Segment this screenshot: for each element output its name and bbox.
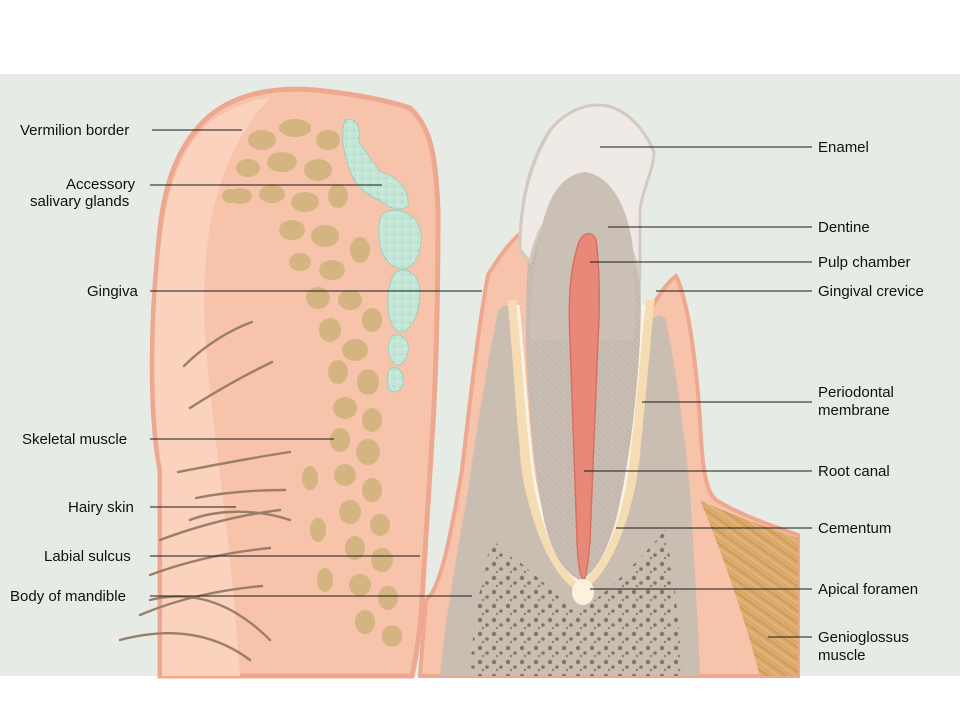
label-periodontal-membrane: Periodontal bbox=[818, 384, 894, 401]
label-accessory-salivary-glands-line2: salivary glands bbox=[30, 193, 129, 210]
pulp-chamber-canal bbox=[568, 233, 601, 581]
label-accessory-salivary-glands: Accessory bbox=[66, 176, 136, 193]
left-labels: Vermilion border Accessory salivary glan… bbox=[10, 122, 482, 605]
label-cementum: Cementum bbox=[818, 520, 891, 537]
label-genioglossus-muscle-line2: muscle bbox=[818, 647, 866, 664]
label-hairy-skin: Hairy skin bbox=[68, 499, 134, 516]
label-root-canal: Root canal bbox=[818, 463, 890, 480]
salivary-glands bbox=[342, 118, 422, 393]
apical-foramen-opening bbox=[572, 579, 594, 605]
label-enamel: Enamel bbox=[818, 139, 869, 156]
label-dentine: Dentine bbox=[818, 219, 870, 236]
spongy-bone bbox=[470, 530, 682, 676]
label-apical-foramen: Apical foramen bbox=[818, 581, 918, 598]
right-labels: Enamel Dentine Pulp chamber Gingival cre… bbox=[584, 139, 924, 664]
label-pulp-chamber: Pulp chamber bbox=[818, 254, 911, 271]
label-genioglossus-muscle: Genioglossus bbox=[818, 629, 909, 646]
label-body-of-mandible: Body of mandible bbox=[10, 588, 126, 605]
label-gingiva: Gingiva bbox=[87, 283, 139, 300]
label-vermilion-border: Vermilion border bbox=[20, 122, 129, 139]
skeletal-muscle-blocks bbox=[222, 119, 402, 647]
genioglossus-muscle-region bbox=[700, 500, 798, 676]
label-periodontal-membrane-line2: membrane bbox=[818, 402, 890, 419]
label-labial-sulcus: Labial sulcus bbox=[44, 548, 131, 565]
label-gingival-crevice: Gingival crevice bbox=[818, 283, 924, 300]
label-skeletal-muscle: Skeletal muscle bbox=[22, 431, 127, 448]
